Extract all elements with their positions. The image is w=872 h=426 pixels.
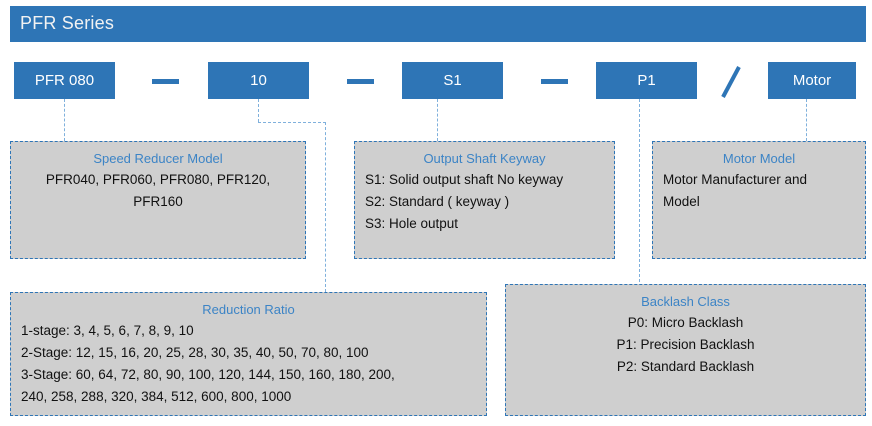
description-line: PFR160	[133, 194, 183, 209]
header-bar	[10, 6, 866, 42]
description-title: Output Shaft Keyway	[423, 151, 546, 166]
description-line: P1: Precision Backlash	[616, 337, 755, 352]
connector-ratio-segment-3	[325, 122, 326, 292]
description-box-speed-reducer-model: Speed Reducer Model PFR040, PFR060, PFR0…	[10, 141, 306, 259]
description-box-reduction-ratio: Reduction Ratio 1-stage: 3, 4, 5, 6, 7, …	[10, 292, 487, 416]
description-box-motor-model: Motor Model Motor Manufacturer and Model	[652, 141, 866, 259]
description-line: Model	[663, 194, 700, 209]
description-line: P2: Standard Backlash	[616, 359, 755, 374]
description-title: Motor Model	[722, 151, 796, 166]
code-token-motor[interactable]: Motor	[768, 62, 856, 99]
separator-dash-1	[152, 79, 179, 84]
description-title: Backlash Class	[641, 294, 730, 309]
description-title: Reduction Ratio	[202, 302, 295, 317]
description-line: S3: Hole output	[365, 216, 459, 231]
description-line: 1-stage: 3, 4, 5, 6, 7, 8, 9, 10	[21, 323, 194, 338]
code-token-backlash[interactable]: P1	[596, 62, 697, 99]
description-line: 2-Stage: 12, 15, 16, 20, 25, 28, 30, 35,…	[21, 345, 369, 360]
description-box-backlash-class: Backlash Class P0: Micro Backlash P1: Pr…	[505, 284, 866, 416]
description-line: PFR040, PFR060, PFR080, PFR120,	[45, 172, 271, 187]
code-token-keyway[interactable]: S1	[402, 62, 503, 99]
connector-ratio-segment-2	[258, 122, 326, 123]
description-line: Motor Manufacturer and	[663, 172, 808, 187]
code-token-model[interactable]: PFR 080	[14, 62, 115, 99]
connector-backlash	[639, 99, 640, 292]
separator-dash-3	[541, 79, 568, 84]
description-line: S1: Solid output shaft No keyway	[365, 172, 564, 187]
description-title: Speed Reducer Model	[93, 151, 223, 166]
connector-keyway	[437, 99, 438, 141]
connector-model	[64, 99, 65, 141]
description-line: S2: Standard ( keyway )	[365, 194, 510, 209]
page-title: PFR Series	[20, 13, 115, 33]
separator-slash	[718, 62, 744, 102]
connector-motor	[806, 99, 807, 141]
connector-ratio-segment-1	[258, 99, 259, 122]
description-line: 240, 258, 288, 320, 384, 512, 600, 800, …	[21, 389, 292, 404]
separator-dash-2	[347, 79, 374, 84]
code-token-ratio[interactable]: 10	[208, 62, 309, 99]
description-box-output-shaft-keyway: Output Shaft Keyway S1: Solid output sha…	[354, 141, 615, 259]
description-line: P0: Micro Backlash	[627, 315, 744, 330]
description-line: 3-Stage: 60, 64, 72, 80, 90, 100, 120, 1…	[21, 367, 395, 382]
